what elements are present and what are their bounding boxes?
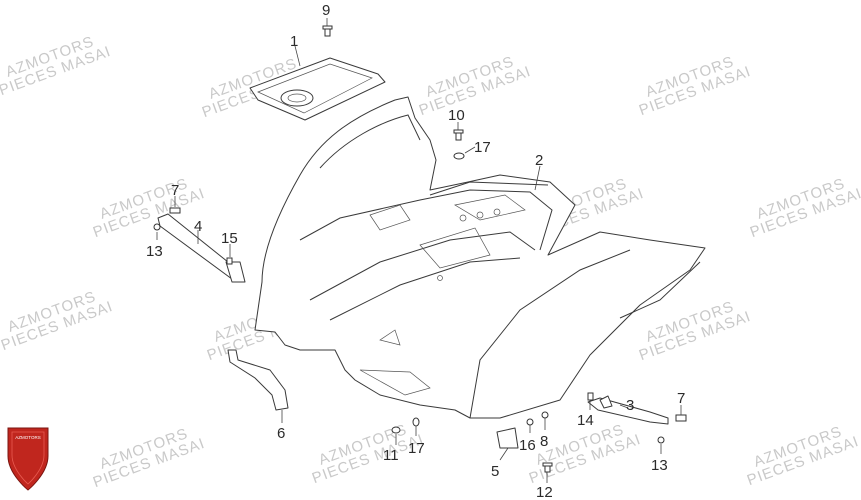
callout-15: 15 [221, 230, 238, 247]
callout-3: 3 [626, 397, 634, 414]
callout-5: 5 [491, 463, 499, 480]
callout-7-right: 7 [677, 390, 685, 407]
fastener-15 [226, 257, 233, 265]
callout-8: 8 [540, 433, 548, 450]
part-bracket-small [496, 427, 519, 449]
fastener-8 [541, 411, 549, 419]
callout-7-left: 7 [171, 182, 179, 199]
fastener-7-left [169, 207, 181, 214]
fastener-9 [322, 25, 333, 37]
callout-11: 11 [383, 447, 399, 464]
fastener-11 [391, 426, 401, 434]
callout-2: 2 [535, 152, 543, 169]
fastener-13-left [153, 223, 161, 231]
fastener-13-right [657, 436, 665, 444]
leader-lines [156, 18, 682, 483]
part-seat-cover [249, 57, 386, 121]
azmotors-logo: AZMOTORS [7, 427, 49, 491]
callout-1: 1 [290, 33, 298, 50]
fastener-10 [453, 129, 464, 141]
fastener-14 [587, 392, 594, 401]
fastener-16 [526, 418, 534, 426]
callout-17-top: 17 [474, 139, 491, 156]
callout-6: 6 [277, 425, 285, 442]
part-bracket-lower-left [227, 349, 289, 411]
callout-10: 10 [448, 107, 465, 124]
fastener-17-top [453, 152, 465, 160]
part-rear-fender [254, 96, 706, 419]
callout-9: 9 [322, 2, 330, 19]
fastener-12 [542, 462, 553, 473]
callout-16: 16 [519, 437, 536, 454]
callout-13-left: 13 [146, 243, 163, 260]
callout-4: 4 [194, 218, 202, 235]
fastener-7-right [675, 414, 687, 422]
callout-13-right: 13 [651, 457, 668, 474]
callout-17-bottom: 17 [408, 440, 425, 457]
shield-icon [7, 427, 49, 491]
logo-text: AZMOTORS [15, 435, 40, 440]
fastener-17-bottom [412, 417, 420, 427]
callout-14: 14 [577, 412, 594, 429]
part-support-bar-right [587, 395, 669, 425]
callout-12: 12 [536, 484, 553, 500]
